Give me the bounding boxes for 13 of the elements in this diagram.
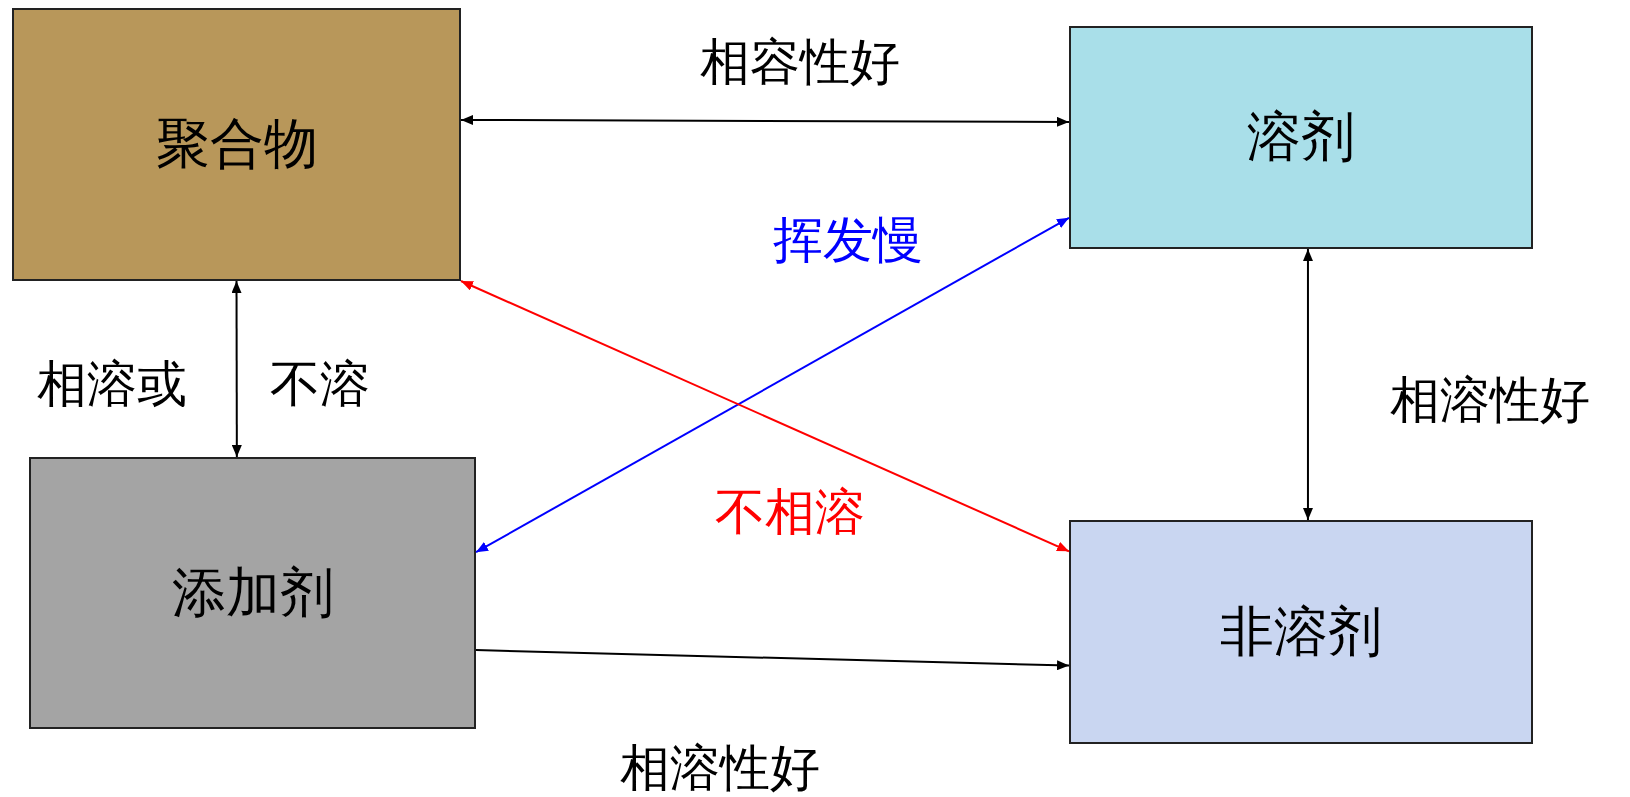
arrow [460, 280, 1070, 553]
arrow [460, 114, 1070, 127]
arrow [475, 649, 1070, 671]
material-box: 添加剂 [29, 457, 476, 729]
material-box: 聚合物 [12, 8, 461, 281]
edge-label: 相容性好 [700, 34, 900, 90]
arrow [475, 216, 1070, 554]
arrow [1302, 248, 1313, 521]
arrow [231, 280, 242, 458]
edge-label: 相溶性好 [1390, 372, 1590, 428]
edge-label: 相溶性好 [620, 740, 820, 796]
material-box: 溶剂 [1069, 26, 1533, 249]
material-box: 非溶剂 [1069, 520, 1533, 744]
